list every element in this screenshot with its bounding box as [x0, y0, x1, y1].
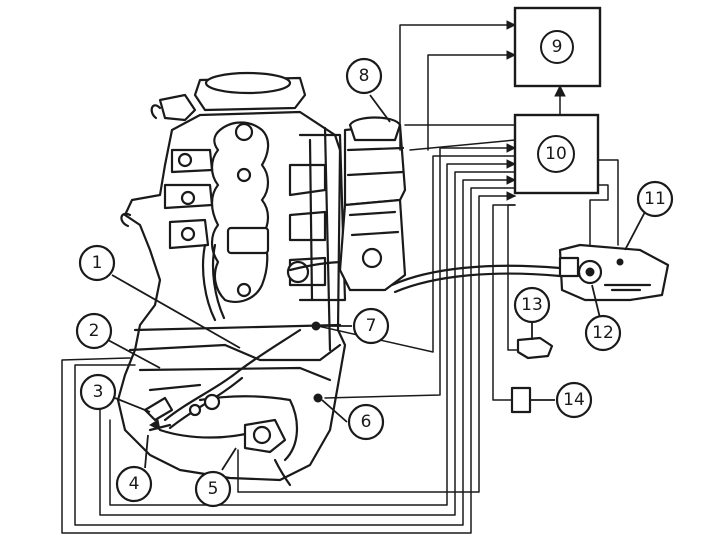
ignition-module-component: [558, 243, 670, 302]
box-10-frame: [513, 113, 600, 195]
box-10-ring: [537, 135, 575, 173]
callout-3-label: 3: [93, 382, 104, 402]
component-14-relay: [510, 386, 532, 414]
callout-13: 13: [513, 286, 551, 324]
wiring-harness: [61, 20, 619, 534]
callout-14-label: 14: [563, 390, 585, 410]
callout-5-label: 5: [208, 479, 219, 499]
callout-7-label: 7: [366, 316, 377, 336]
box-10-label: 10: [545, 144, 567, 164]
engine-block-illustration: [116, 71, 407, 487]
callout-6: 6: [347, 403, 385, 441]
control-box-9: 9: [513, 6, 602, 88]
callout-12: 12: [584, 314, 622, 352]
callout-8: 8: [345, 57, 383, 95]
component-13-sensor: [516, 336, 554, 360]
callout-14: 14: [555, 381, 593, 419]
callout-5: 5: [194, 470, 232, 508]
control-unit-box-10: 10: [513, 113, 600, 195]
box-9-ring: [540, 30, 574, 64]
callout-1-label: 1: [92, 253, 103, 273]
callout-4: 4: [115, 465, 153, 503]
callout-8-label: 8: [359, 66, 370, 86]
callout-11: 11: [636, 180, 674, 218]
callout-12-label: 12: [592, 323, 614, 343]
callout-13-label: 13: [521, 295, 543, 315]
callout-11-label: 11: [644, 189, 666, 209]
box-9-label: 9: [552, 37, 563, 57]
callout-7: 7: [352, 307, 390, 345]
callout-1: 1: [78, 244, 116, 282]
callout-2-label: 2: [89, 321, 100, 341]
callout-6-label: 6: [361, 412, 372, 432]
box-9-frame: [513, 6, 602, 88]
callout-2: 2: [75, 312, 113, 350]
leader-lines: [107, 94, 647, 471]
callout-3: 3: [79, 373, 117, 411]
callout-4-label: 4: [129, 474, 140, 494]
